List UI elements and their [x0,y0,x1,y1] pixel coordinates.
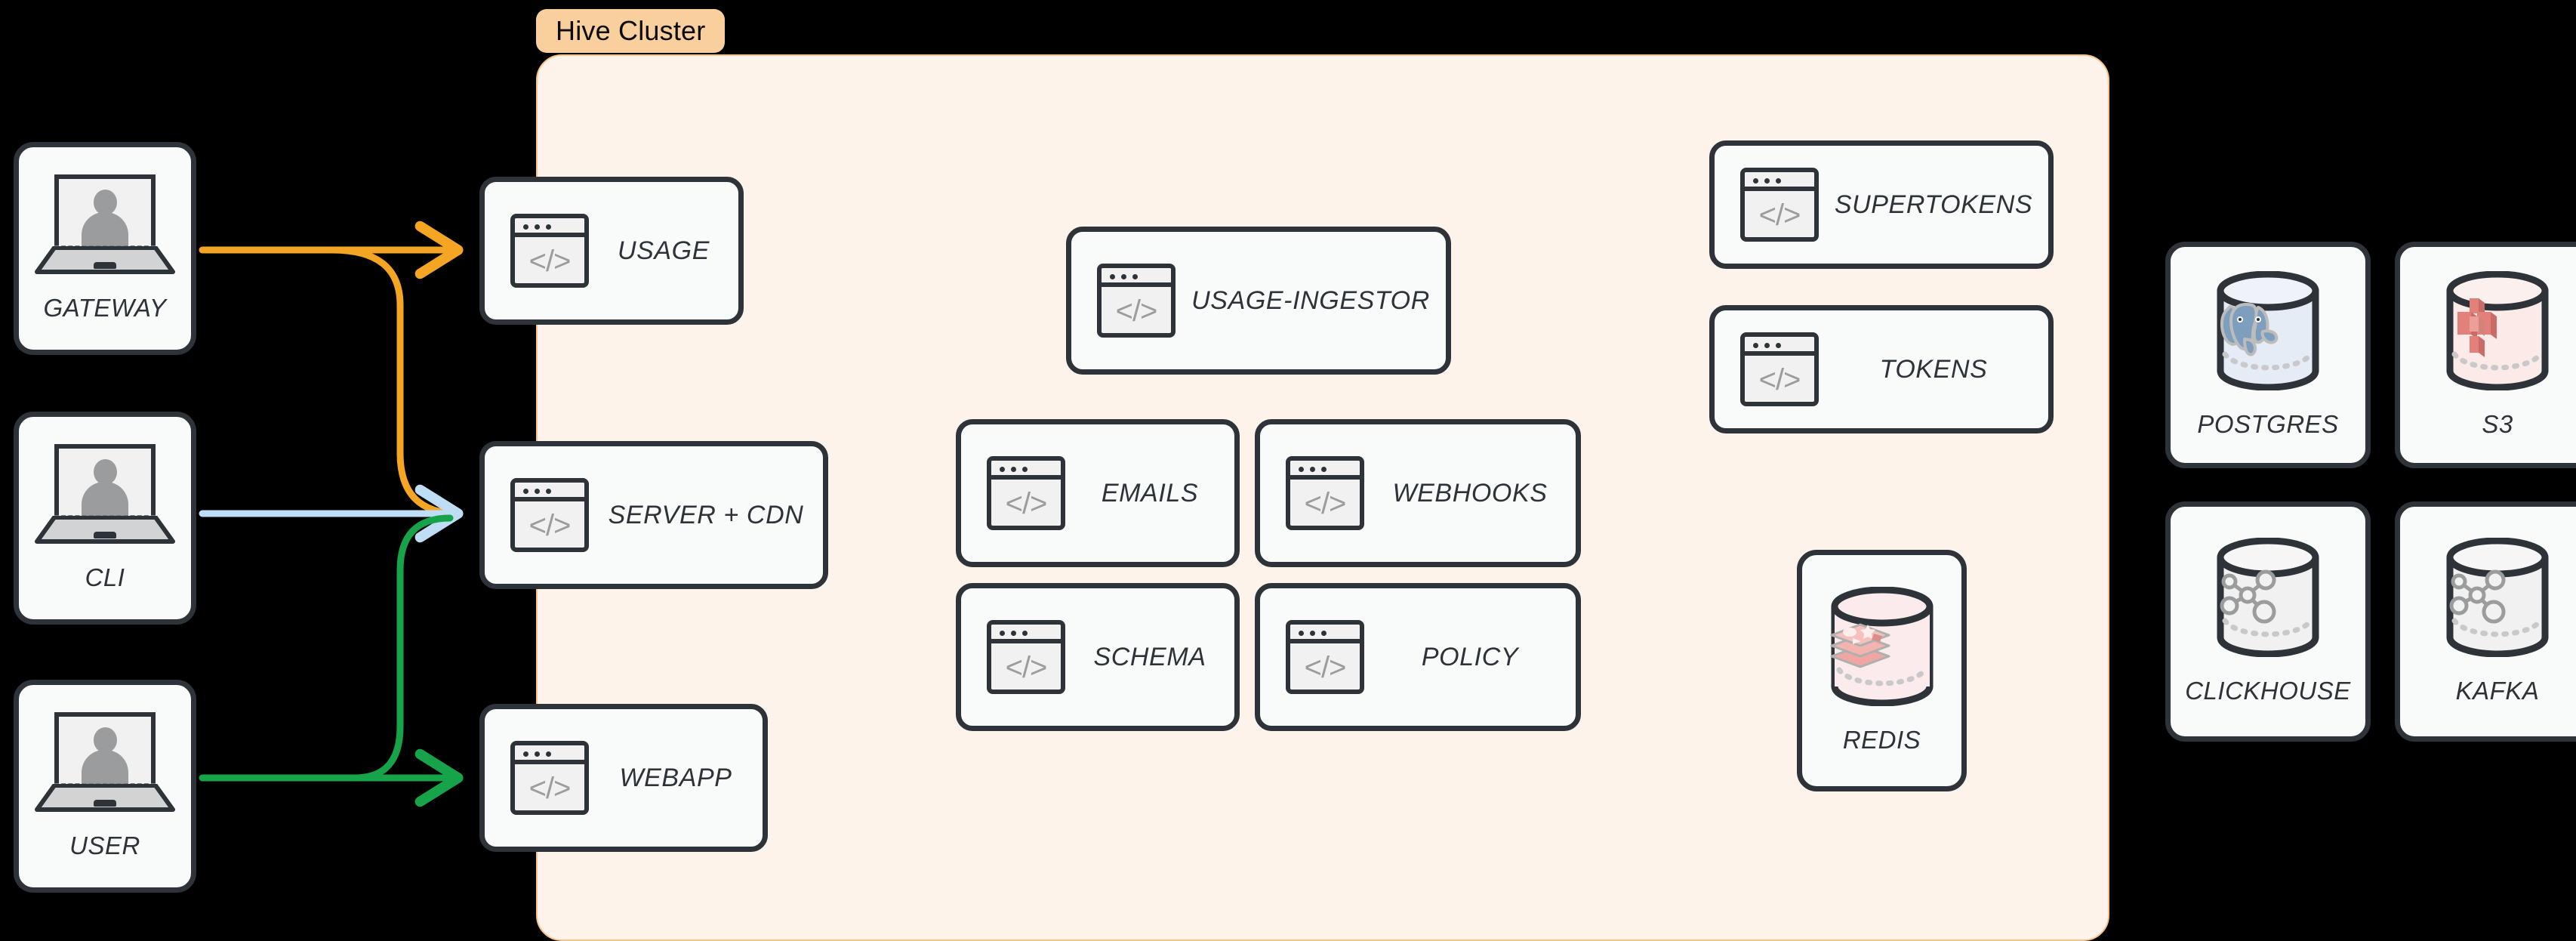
service-label: SCHEMA [1093,642,1206,671]
service-card-supertokens[interactable]: </> SUPERTOKENS [1709,140,2054,269]
code-glyph: </> [528,772,572,805]
datastore-label: CLICKHOUSE [2185,677,2351,705]
service-card-tokens[interactable]: </> TOKENS [1709,305,2054,433]
client-label: USER [69,831,140,859]
wire-user-to-server-cdn [351,514,454,782]
clickhouse-database-icon [2211,538,2325,657]
service-card-emails[interactable]: </> EMAILS [956,419,1240,567]
client-card-gateway[interactable]: GATEWAY [14,142,196,355]
code-glyph: </> [1005,651,1048,684]
code-window-icon: </> [1097,264,1176,338]
laptop-user-icon [35,174,175,274]
service-card-usage[interactable]: </> USAGE [479,177,744,325]
code-window-icon: </> [510,214,589,288]
laptop-user-icon [35,444,175,544]
service-label: EMAILS [1101,478,1199,508]
datastore-card-postgres[interactable]: POSTGRES [2165,242,2371,468]
code-window-icon: </> [510,741,589,815]
datastore-label: S3 [2482,410,2513,438]
datastore-card-redis[interactable]: REDIS [1797,550,1967,791]
service-label: POLICY [1421,642,1519,671]
code-glyph: </> [528,509,572,542]
datastore-label: KAFKA [2455,677,2540,705]
service-label: USAGE-INGESTOR [1191,285,1430,315]
service-label: WEBAPP [619,763,732,792]
code-window-icon: </> [987,620,1065,694]
client-card-user[interactable]: USER [14,680,196,893]
kafka-database-icon [2441,538,2554,657]
service-card-webhooks[interactable]: </> WEBHOOKS [1255,419,1581,567]
postgres-database-icon [2211,271,2325,390]
laptop-user-icon [35,712,175,812]
client-card-cli[interactable]: CLI [14,412,196,625]
datastore-card-clickhouse[interactable]: CLICKHOUSE [2165,501,2371,742]
service-label: SUPERTOKENS [1834,190,2033,219]
datastore-card-s3[interactable]: S3 [2395,242,2576,468]
code-window-icon: </> [1286,620,1364,694]
code-glyph: </> [1758,363,1801,396]
s3-database-icon [2441,271,2554,390]
datastore-label: REDIS [1842,726,1921,754]
hive-cluster-label: Hive Cluster [536,9,726,53]
code-window-icon: </> [510,478,589,552]
code-glyph: </> [528,245,572,278]
code-window-icon: </> [1286,456,1364,530]
code-glyph: </> [1115,295,1158,328]
redis-database-icon [1826,587,1939,706]
client-label: CLI [85,563,125,591]
code-glyph: </> [1304,651,1347,684]
service-card-usage-ingestor[interactable]: </> USAGE-INGESTOR [1066,227,1451,375]
service-card-server-cdn[interactable]: </> SERVER + CDN [479,441,828,589]
code-window-icon: </> [1740,332,1819,406]
service-label: TOKENS [1879,354,1988,384]
service-card-policy[interactable]: </> POLICY [1255,583,1581,731]
service-label: USAGE [617,236,710,265]
datastore-label: POSTGRES [2197,410,2339,438]
code-glyph: </> [1005,487,1048,520]
service-card-webapp[interactable]: </> WEBAPP [479,704,768,852]
wire-gateway-to-server-cdn [328,246,460,517]
code-window-icon: </> [1740,168,1819,242]
service-card-schema[interactable]: </> SCHEMA [956,583,1240,731]
service-label: WEBHOOKS [1392,478,1548,508]
code-window-icon: </> [987,456,1065,530]
code-glyph: </> [1304,487,1347,520]
service-label: SERVER + CDN [608,500,804,529]
datastore-card-kafka[interactable]: KAFKA [2395,501,2576,742]
client-label: GATEWAY [43,294,167,322]
architecture-diagram: Hive Cluster [14,9,2576,941]
code-glyph: </> [1758,199,1801,232]
